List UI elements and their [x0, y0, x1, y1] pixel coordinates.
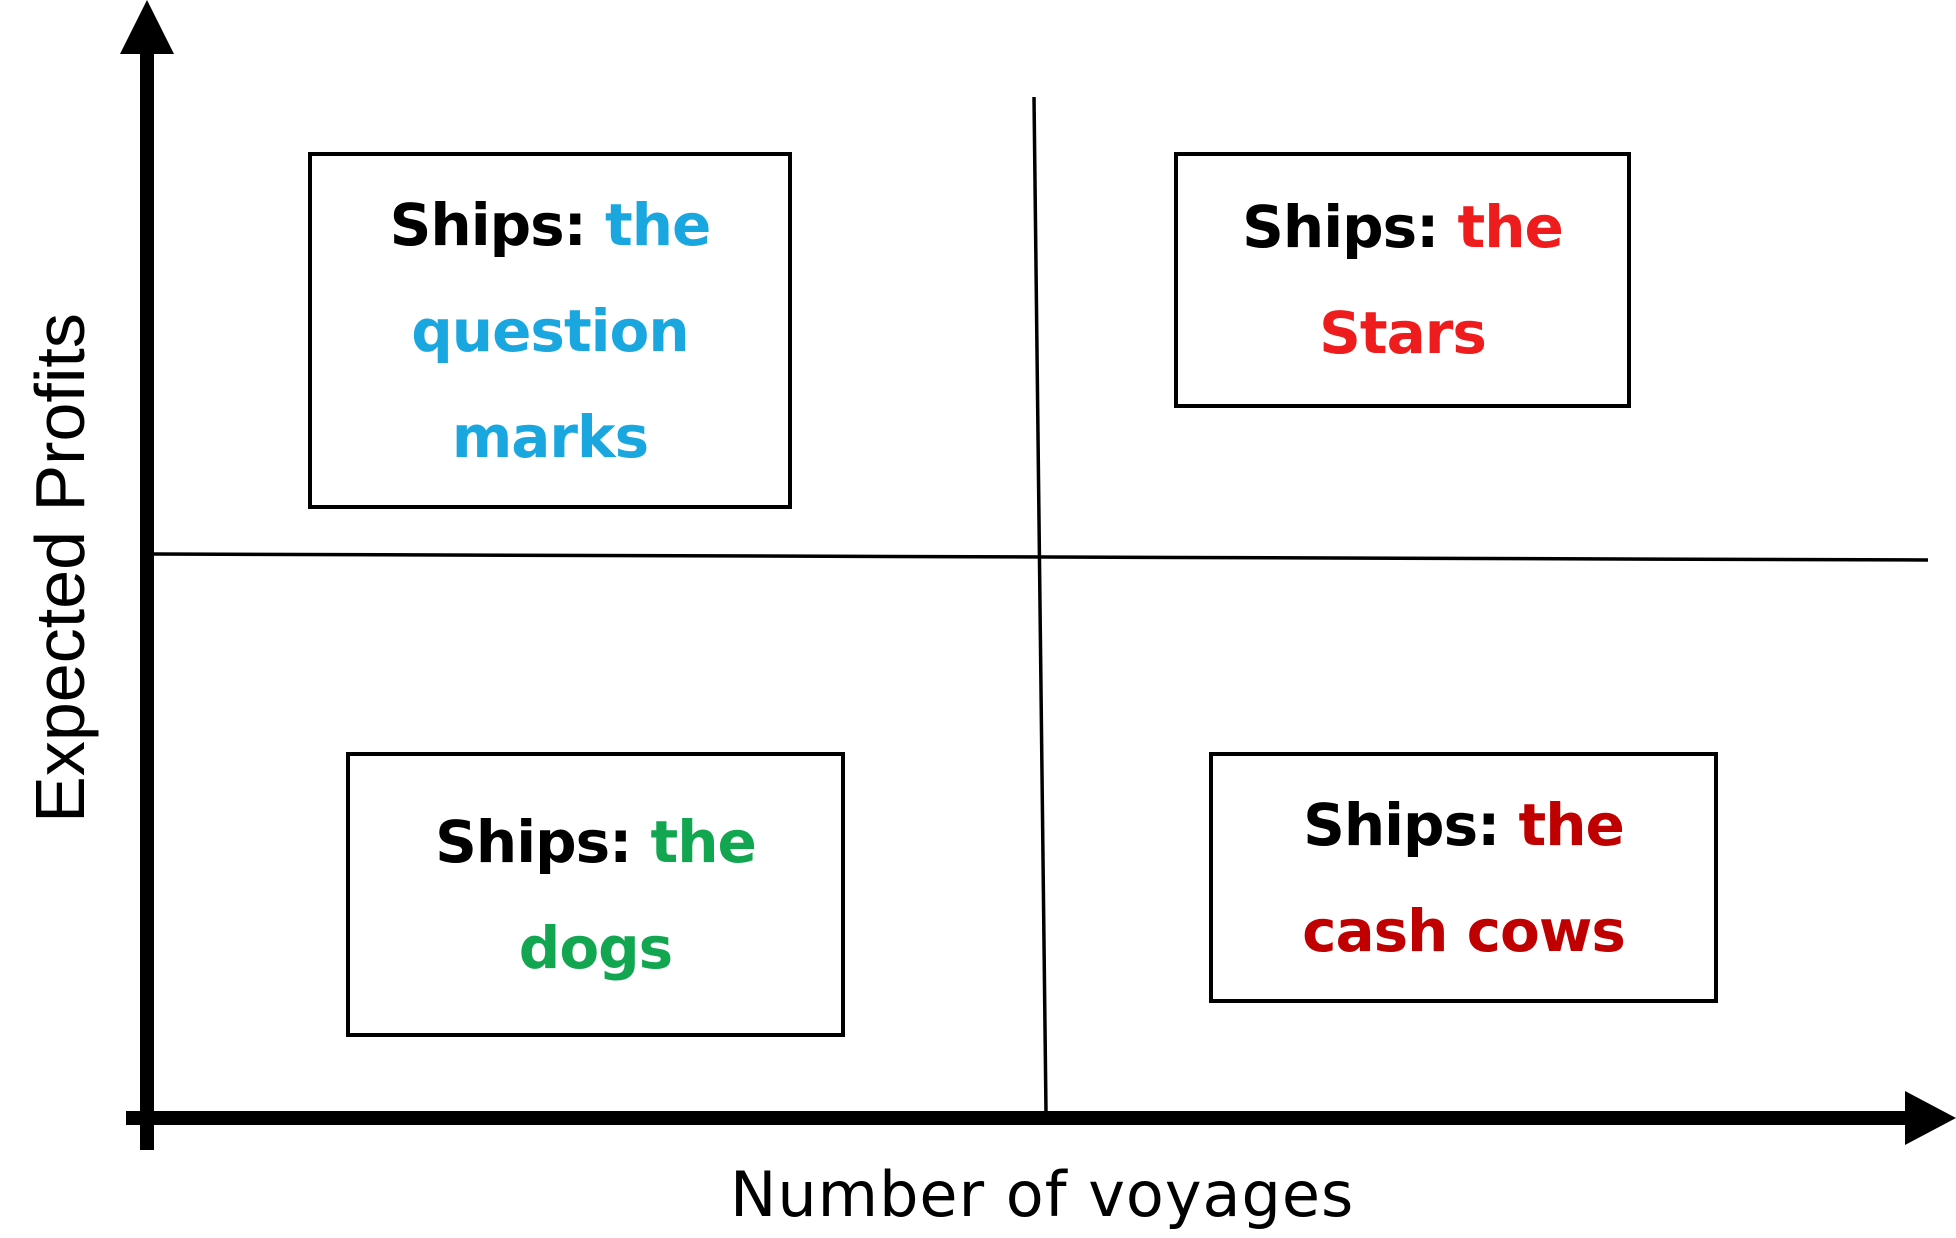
x-axis-label: Number of voyages — [730, 1158, 1355, 1231]
stars-line1: the — [1457, 193, 1564, 261]
question-marks-line3: marks — [451, 402, 649, 471]
x-axis-arrowhead — [1905, 1091, 1956, 1145]
y-axis-label: Expected Profits — [21, 313, 99, 823]
stars-line2: Stars — [1319, 299, 1487, 367]
question-marks-prefix: Ships: — [389, 190, 587, 259]
question-marks-line2: question — [411, 296, 689, 365]
quadrant-stars-box: Ships: the Stars — [1174, 152, 1631, 408]
dogs-line2: dogs — [518, 913, 673, 982]
horizontal-divider-line — [153, 552, 1929, 562]
cash-cows-line2: cash cows — [1302, 896, 1626, 965]
vertical-divider-line — [1032, 96, 1048, 1113]
y-axis-arrowhead — [120, 0, 174, 54]
quadrant-question-marks-box: Ships: the question marks — [308, 152, 792, 509]
quadrant-dogs-box: Ships: the dogs — [346, 752, 845, 1037]
cash-cows-line1: the — [1518, 790, 1625, 859]
question-marks-line1: the — [605, 190, 711, 259]
dogs-prefix: Ships: — [435, 807, 632, 876]
dogs-line1: the — [650, 807, 757, 876]
cash-cows-prefix: Ships: — [1303, 790, 1500, 859]
stars-prefix: Ships: — [1242, 193, 1439, 261]
quadrant-cash-cows-box: Ships: the cash cows — [1209, 752, 1718, 1003]
